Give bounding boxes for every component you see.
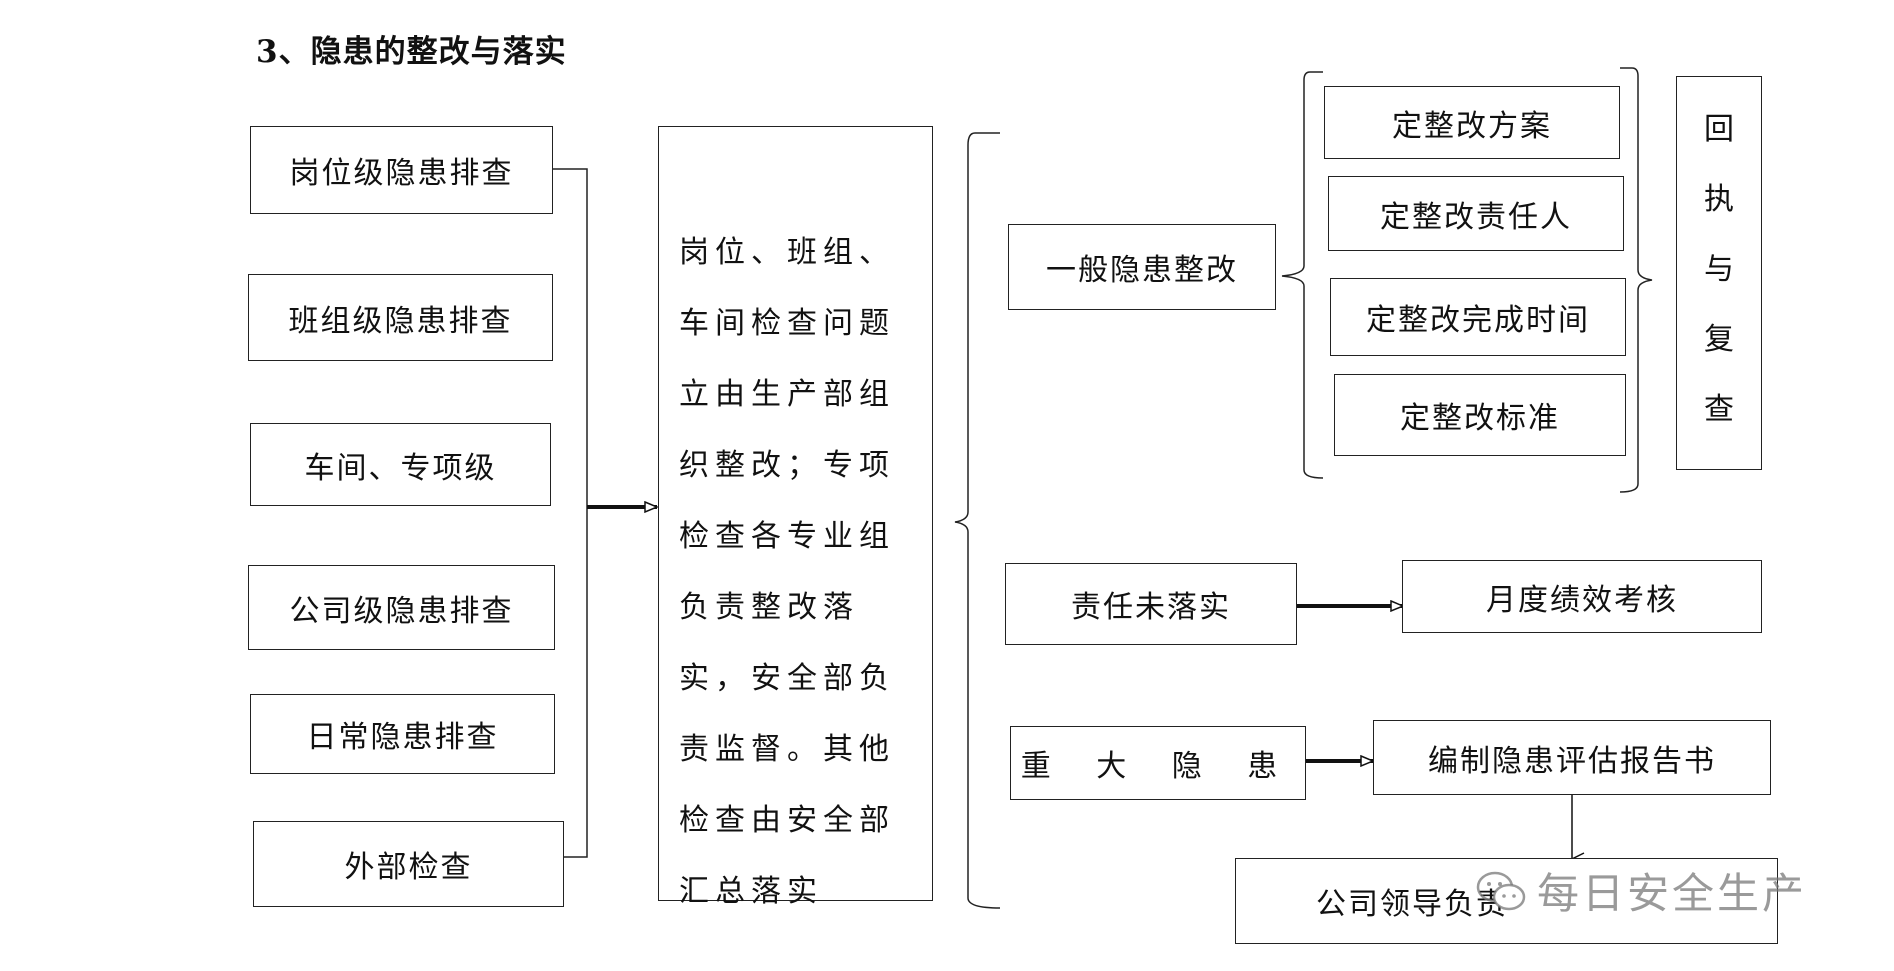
company-leader-box: 公司领导负责 <box>1235 858 1778 944</box>
middle-responsibility-text: 岗位、班组、车间检查问题立由生产部组织整改；专项检查各专业组负责整改落实，安全部… <box>658 126 933 909</box>
left-box-daily-check: 日常隐患排查 <box>250 694 555 774</box>
left-box-external-check: 外部检查 <box>253 821 564 907</box>
watermark-text: 每日安全生产 <box>1537 869 1808 918</box>
responsibility-not-implemented-box: 责任未落实 <box>1005 563 1297 645</box>
left-box-workshop-level: 车间、专项级 <box>250 423 551 506</box>
general-item-deadline: 定整改完成时间 <box>1330 278 1626 356</box>
left-box-team-level: 班组级隐患排查 <box>248 274 553 361</box>
general-brace-left <box>1281 71 1324 479</box>
general-brace-right <box>1619 67 1653 493</box>
general-item-plan: 定整改方案 <box>1324 86 1620 159</box>
assessment-report-box: 编制隐患评估报告书 <box>1373 720 1771 795</box>
general-hazard-box: 一般隐患整改 <box>1008 224 1276 310</box>
big-brace <box>954 132 1001 909</box>
general-item-person: 定整改责任人 <box>1328 176 1624 251</box>
major-hazard-box: 重 大 隐 患 <box>1010 726 1306 800</box>
watermark: 每日安全生产 <box>1475 860 1807 921</box>
left-collector-line <box>552 168 588 858</box>
left-box-post-level: 岗位级隐患排查 <box>250 126 553 214</box>
left-box-company-level: 公司级隐患排查 <box>248 565 555 650</box>
receipt-recheck-box: 回 执 与 复 查 <box>1676 76 1762 470</box>
receipt-recheck-char-5: 查 <box>1704 392 1734 427</box>
receipt-recheck-char-3: 与 <box>1704 252 1734 287</box>
page-title: 3、隐患的整改与落实 <box>256 34 567 70</box>
wechat-logo-icon <box>1476 871 1526 910</box>
receipt-recheck-char-4: 复 <box>1704 322 1734 357</box>
receipt-recheck-char-2: 执 <box>1704 182 1734 217</box>
company-leader-text: 公司领导负责 <box>1316 887 1508 922</box>
monthly-performance-box: 月度绩效考核 <box>1402 560 1762 633</box>
general-item-standard: 定整改标准 <box>1334 374 1626 456</box>
receipt-recheck-char-1: 回 <box>1704 112 1734 147</box>
